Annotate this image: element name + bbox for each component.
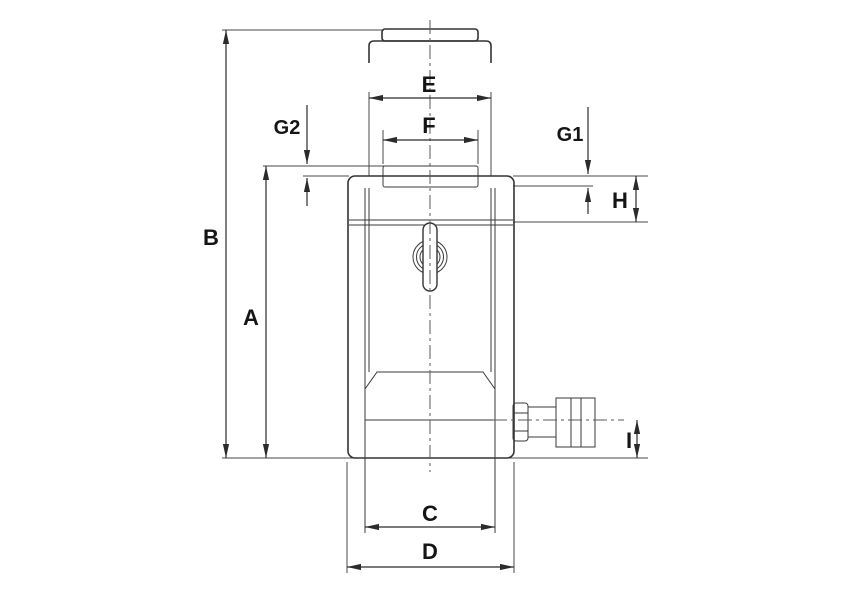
dim-d: D [347, 539, 514, 571]
dim-h: H [612, 176, 640, 222]
dimension-lines: B A E F G2 G1 H I [203, 30, 641, 571]
dim-label-e: E [422, 72, 437, 97]
dim-e: E [369, 72, 491, 102]
dim-label-d: D [422, 539, 438, 564]
dim-c: C [365, 501, 495, 531]
dim-label-c: C [422, 501, 438, 526]
dim-label-b: B [203, 225, 219, 250]
extension-lines [222, 29, 648, 573]
dim-b: B [203, 30, 230, 458]
dim-label-a: A [243, 305, 259, 330]
dim-label-h: H [612, 188, 628, 213]
dim-f: F [383, 113, 478, 144]
dim-g1: G1 [557, 107, 592, 214]
dim-label-g1: G1 [557, 124, 584, 146]
cylinder-body [347, 175, 515, 459]
bore-walls [364, 188, 496, 533]
dim-g2: G2 [274, 105, 311, 206]
dim-label-i: I [626, 428, 632, 453]
coupler-fitting [512, 397, 596, 448]
dim-i: I [626, 420, 641, 458]
dim-a: A [243, 166, 270, 458]
dim-label-g2: G2 [274, 117, 301, 139]
dim-label-f: F [422, 113, 435, 138]
